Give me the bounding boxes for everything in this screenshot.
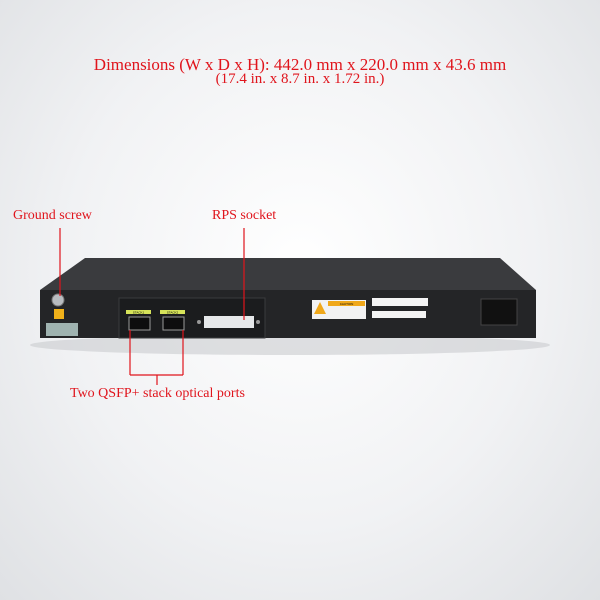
rps-socket-callout: RPS socket <box>212 208 277 223</box>
qsfp-ports-callout: Two QSFP+ stack optical ports <box>70 386 245 401</box>
dimensions-title: Dimensions (W x D x H): 442.0 mm x 220.0… <box>93 55 507 74</box>
barcode-label <box>372 298 428 306</box>
cover-plate <box>480 298 518 326</box>
barcode-label <box>372 311 426 318</box>
ground-symbol-icon <box>54 309 64 319</box>
qsfp-port-2 <box>162 316 185 331</box>
ground-screw <box>51 293 65 307</box>
caution-text: CAUTION <box>340 302 354 306</box>
port1-label: STACK1 <box>133 310 145 314</box>
callout-lines <box>59 228 245 385</box>
shadow <box>30 335 550 355</box>
chassis-top <box>40 258 536 290</box>
qsfp-port-1 <box>128 316 151 331</box>
warning-icon <box>314 302 326 314</box>
rps-socket <box>204 316 254 328</box>
ground-label-sticker <box>46 323 78 336</box>
dimensions-imperial: (17.4 in. x 8.7 in. x 1.72 in.) <box>215 71 385 87</box>
chassis-rear-panel <box>40 290 536 338</box>
port2-label: STACK2 <box>167 310 179 314</box>
ground-screw-callout: Ground screw <box>13 208 92 223</box>
